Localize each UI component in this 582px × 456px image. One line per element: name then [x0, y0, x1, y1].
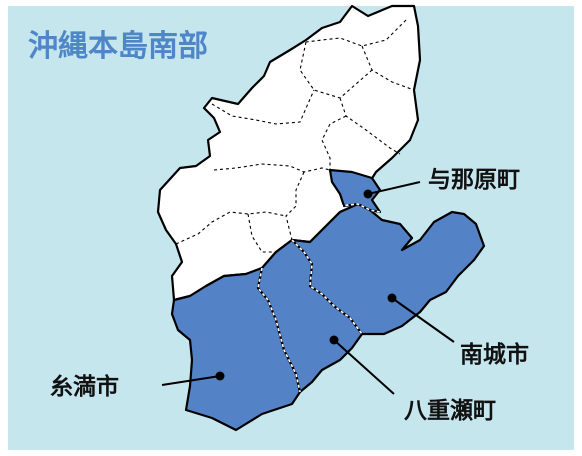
label-yaese: 八重瀬町 — [404, 398, 496, 424]
border-west-3 — [175, 211, 287, 245]
label-nanjo: 南城市 — [460, 341, 529, 368]
map-title: 沖縄本島南部 — [28, 29, 208, 64]
leader-nanjo — [391, 297, 455, 343]
dot-itoman — [215, 371, 225, 381]
border-central-1 — [299, 41, 373, 99]
border-west-2 — [285, 171, 305, 241]
border-west-4 — [247, 213, 276, 253]
border-north-1 — [305, 19, 407, 47]
label-itoman: 糸満市 — [50, 373, 119, 400]
border-itoman-yaese — [257, 267, 301, 393]
dot-nanjo — [387, 293, 397, 303]
border-nanjo-yonabaru — [339, 203, 381, 213]
border-west-1 — [213, 163, 331, 173]
leader-itoman — [161, 375, 221, 386]
leader-yaese — [333, 339, 395, 395]
border-central-2 — [211, 89, 315, 125]
label-yonabaru: 与那原町 — [428, 167, 520, 193]
dot-yonabaru — [363, 189, 373, 199]
border-central-3 — [339, 97, 401, 155]
leader-yonabaru — [367, 181, 421, 195]
dot-yaese — [329, 335, 339, 345]
border-north-2 — [361, 45, 415, 91]
border-yaese-nanjo — [291, 239, 363, 335]
region-yonabaru — [328, 168, 382, 214]
